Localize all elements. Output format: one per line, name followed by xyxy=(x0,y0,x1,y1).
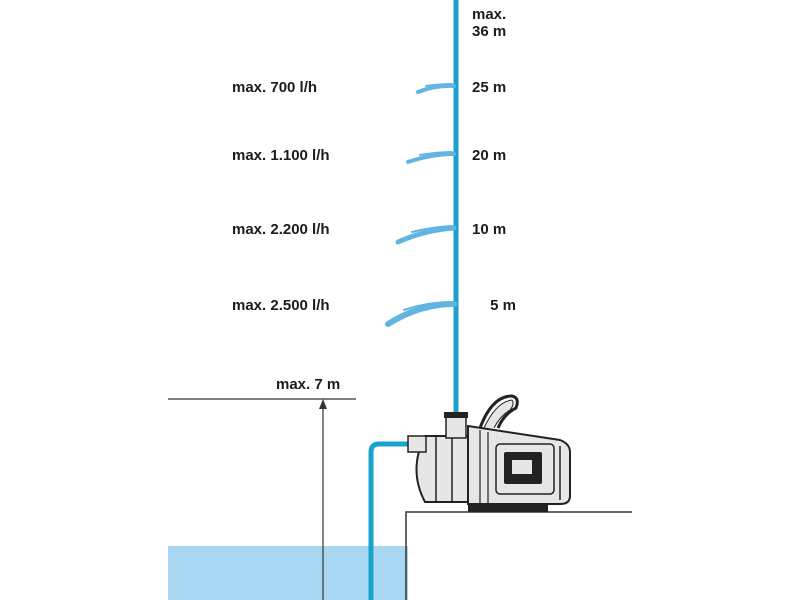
height-label-5m: 5 m xyxy=(490,297,516,314)
spray-jet-25m xyxy=(416,83,456,94)
max-suction-height-label: max. 7 m xyxy=(276,376,341,393)
max-delivery-height-label: max. 36 m xyxy=(472,6,506,40)
pump-platform xyxy=(405,511,632,600)
flow-rate-label-20m: max. 1.100 l/h xyxy=(232,147,330,164)
suction-height-arrow-head xyxy=(319,399,327,409)
pump-unit xyxy=(407,394,571,512)
suction-pipe xyxy=(368,441,410,600)
water-body xyxy=(168,546,408,600)
flow-rate-label-10m: max. 2.200 l/h xyxy=(232,221,330,238)
spray-jet-5m xyxy=(385,301,457,327)
height-label-20m: 20 m xyxy=(472,147,507,164)
max-delivery-height-value: 36 m xyxy=(472,23,507,40)
height-label-25m: 25 m xyxy=(472,79,507,96)
spray-jet-20m xyxy=(406,151,456,164)
flow-rate-label-25m: max. 700 l/h xyxy=(232,79,318,96)
height-label-10m: 10 m xyxy=(472,221,507,238)
spray-jet-10m xyxy=(395,225,457,245)
max-delivery-height-prefix: max. xyxy=(472,6,507,23)
flow-rate-label-5m: max. 2.500 l/h xyxy=(232,297,330,314)
